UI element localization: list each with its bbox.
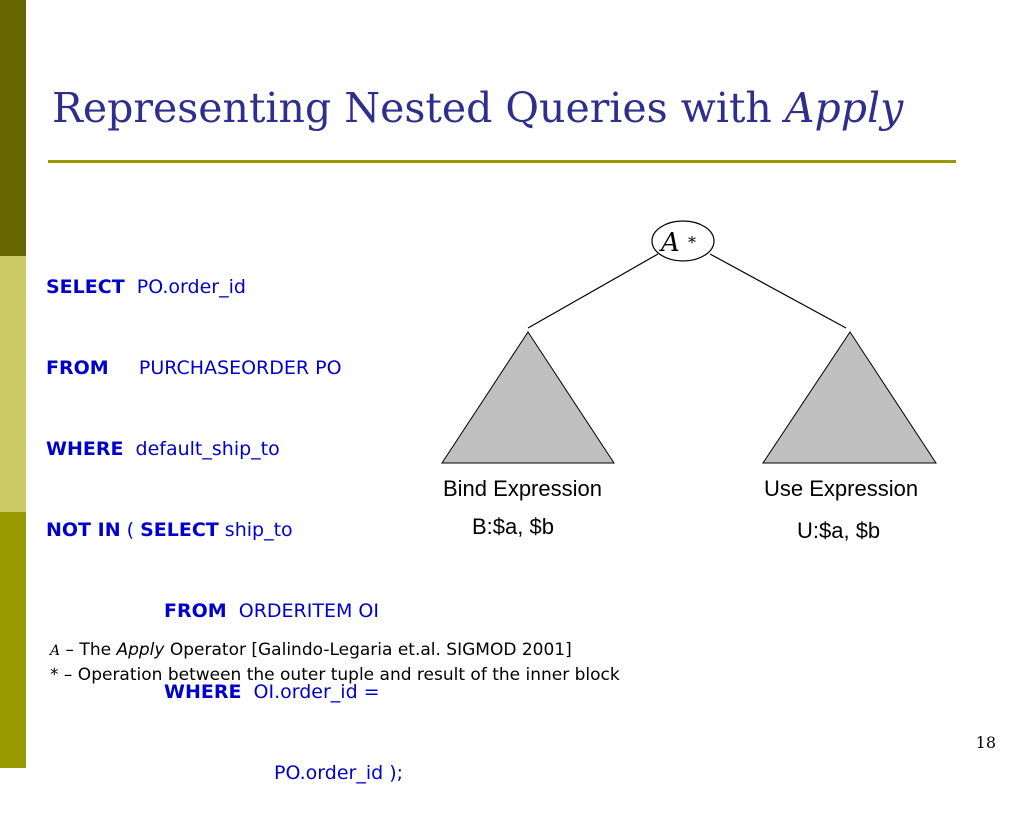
use-expression-triangle: [762, 331, 937, 464]
sidebar-band-dark: [0, 0, 26, 256]
sql-line-5: FROM ORDERITEM OI: [46, 598, 403, 625]
apply-symbol-small: A: [50, 643, 61, 659]
sql-text: ship_to: [218, 519, 293, 541]
apply-symbol: A: [659, 228, 680, 258]
right-edge: [709, 253, 847, 329]
apply-operation-star: *: [688, 233, 696, 252]
sql-text: PO.order_id: [124, 276, 246, 298]
bind-expression-params: B:$a, $b: [472, 514, 554, 539]
sql-text: ORDERITEM OI: [226, 600, 379, 622]
apply-operator-node: [651, 220, 715, 262]
bind-expression-triangle: [441, 331, 615, 464]
sql-line-4: NOT IN ( SELECT ship_to: [46, 517, 403, 544]
sql-keyword: SELECT: [46, 276, 125, 298]
bind-expression-label: Bind Expression: [443, 476, 602, 501]
slide-title: Representing Nested Queries with Apply: [52, 84, 903, 132]
footnote-apply: A – The Apply Operator [Galindo-Legaria …: [50, 640, 572, 660]
footnote-apply-em: Apply: [116, 640, 165, 660]
use-expression-params: U:$a, $b: [797, 518, 881, 543]
left-edge: [527, 253, 659, 329]
title-emphasis: Apply: [784, 84, 904, 132]
sql-line-1: SELECT PO.order_id: [46, 274, 403, 301]
sql-text: default_ship_to: [123, 438, 280, 460]
sidebar-stripe: [0, 0, 26, 768]
sql-line-3: WHERE default_ship_to: [46, 436, 403, 463]
footnote-star: * – Operation between the outer tuple an…: [50, 665, 620, 685]
sql-keyword: FROM: [46, 357, 109, 379]
apply-tree-diagram: A *: [441, 220, 937, 464]
sql-keyword: WHERE: [46, 438, 124, 460]
use-expression-label: Use Expression: [764, 476, 919, 501]
sql-text: (: [120, 519, 141, 541]
sidebar-band-light: [0, 256, 26, 512]
page-number: 18: [975, 733, 996, 752]
sql-keyword: NOT IN: [46, 519, 121, 541]
sql-keyword: WHERE: [164, 681, 242, 703]
sql-keyword: SELECT: [140, 519, 219, 541]
sql-keyword: FROM: [164, 600, 227, 622]
footnote-apply-rest: Operator [Galindo-Legaria et.al. SIGMOD …: [164, 640, 572, 660]
title-rule: [48, 160, 956, 163]
sidebar-band-olive: [0, 512, 26, 768]
sql-text: PURCHASEORDER PO: [108, 357, 342, 379]
sql-text: OI.order_id =: [241, 681, 380, 703]
sql-line-6: WHERE OI.order_id =: [46, 679, 403, 706]
title-main: Representing Nested Queries with: [52, 84, 785, 132]
sql-line-2: FROM PURCHASEORDER PO: [46, 355, 403, 382]
footnote-dash: – The: [60, 640, 117, 660]
